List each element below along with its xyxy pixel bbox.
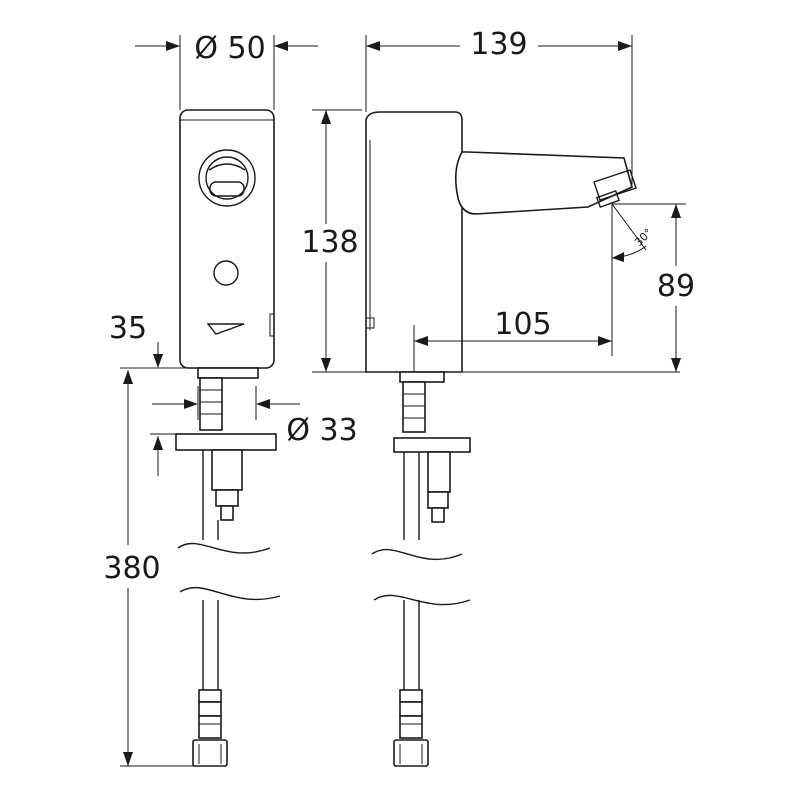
front-nut-tip (220, 505, 234, 521)
label-hole-diameter: Ø 33 (286, 413, 357, 448)
brand-logo-icon (206, 323, 245, 335)
dimension-lines (120, 35, 686, 767)
front-hose-crimp (198, 689, 222, 703)
label-height: 138 (301, 225, 358, 260)
front-body (179, 109, 275, 369)
label-total-depth: 139 (470, 27, 527, 62)
label-outlet-height: 89 (657, 269, 695, 304)
label-body-diameter: Ø 50 (194, 31, 265, 66)
label-hose-length: 380 (103, 551, 160, 586)
sensor-window-top (208, 163, 246, 171)
spout (454, 151, 633, 215)
side-body (365, 111, 463, 373)
label-thread-offset: 35 (109, 311, 147, 346)
front-side-seam (269, 313, 275, 337)
aerator-tip (595, 189, 621, 209)
sensor-ring-inner (205, 156, 249, 200)
sensor-ring (198, 149, 256, 207)
front-base-ring (197, 367, 259, 379)
front-break-line-bottom (179, 587, 281, 601)
side-view (365, 111, 637, 767)
label-spout-reach: 105 (494, 307, 551, 342)
side-break-line-bottom (373, 594, 471, 606)
side-threaded-stem (402, 381, 426, 433)
front-threaded-stem (199, 377, 223, 431)
front-mounting-plate (175, 433, 277, 451)
front-hose-nut (192, 739, 228, 767)
side-break-line-top (371, 548, 463, 560)
front-nut (215, 489, 239, 507)
front-lower-stem (211, 449, 243, 491)
side-hose-nut (393, 739, 429, 767)
side-lower-stem (427, 451, 451, 493)
side-mounting-plate (393, 437, 471, 453)
control-button-icon (213, 260, 239, 286)
front-break-line-top (177, 542, 271, 554)
front-view (175, 109, 281, 767)
sensor-window (209, 181, 245, 197)
label-spout-angle: 30° (632, 226, 655, 249)
aerator-icon (593, 169, 637, 201)
side-base-ring (399, 371, 445, 383)
dimension-labels: Ø 50 139 138 89 105 35 Ø 33 380 30° (103, 27, 695, 586)
